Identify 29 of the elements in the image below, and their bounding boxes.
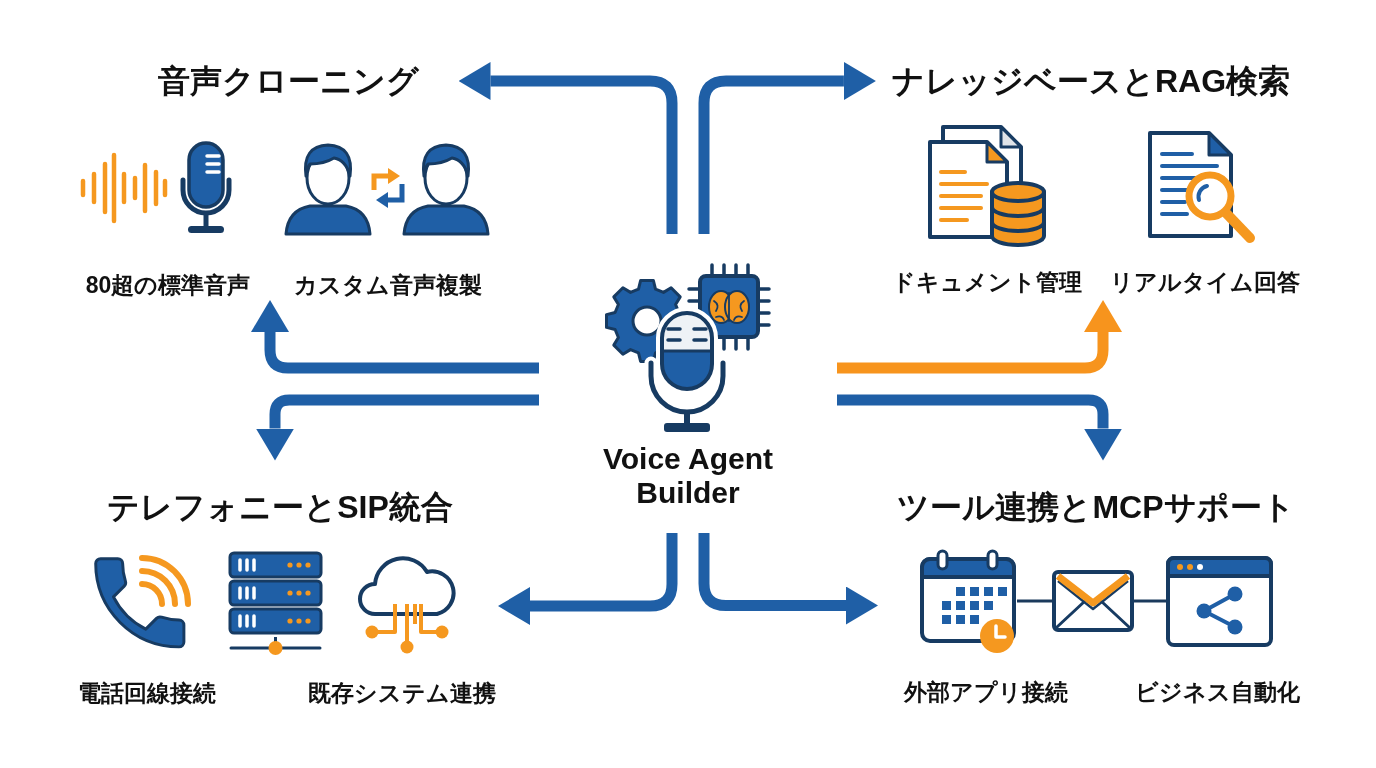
arrow — [458, 62, 678, 234]
section-heading: ツール連携とMCPサポート — [897, 488, 1295, 526]
calendar-clock-icon — [920, 549, 1017, 656]
arrow — [698, 62, 876, 234]
icon-label: 80超の標準音声 — [85, 271, 251, 299]
connector-line — [1134, 599, 1166, 603]
section-heading: ナレッジベースとRAG検索 — [891, 62, 1291, 100]
icon-label: ドキュメント管理 — [892, 268, 1082, 296]
arrow — [256, 394, 539, 461]
arrow — [251, 300, 539, 374]
arrow — [498, 533, 678, 625]
arrow — [837, 394, 1122, 461]
icon-label: 外部アプリ接続 — [904, 678, 1068, 706]
arrow — [698, 533, 878, 625]
connector-line — [1017, 599, 1052, 603]
arrow — [837, 300, 1122, 374]
section-heading: 音声クローニング — [157, 62, 419, 100]
icon-label: リアルタイム回答 — [1110, 268, 1300, 296]
icon-label: 既存システム連携 — [308, 679, 496, 707]
envelope-icon — [1052, 570, 1134, 632]
browser-share-icon — [1166, 556, 1273, 647]
section-heading: テレフォニーとSIP統合 — [107, 488, 453, 526]
center-title: Voice Agent Builder — [602, 442, 774, 510]
icon-label: ビジネス自動化 — [1134, 678, 1300, 706]
server-icon — [228, 551, 323, 656]
waveform-microphone-icon — [78, 140, 232, 236]
icon-label: 電話回線接続 — [78, 679, 216, 707]
icon-label: カスタム音声複製 — [294, 271, 482, 299]
documents-database-icon — [927, 124, 1047, 249]
